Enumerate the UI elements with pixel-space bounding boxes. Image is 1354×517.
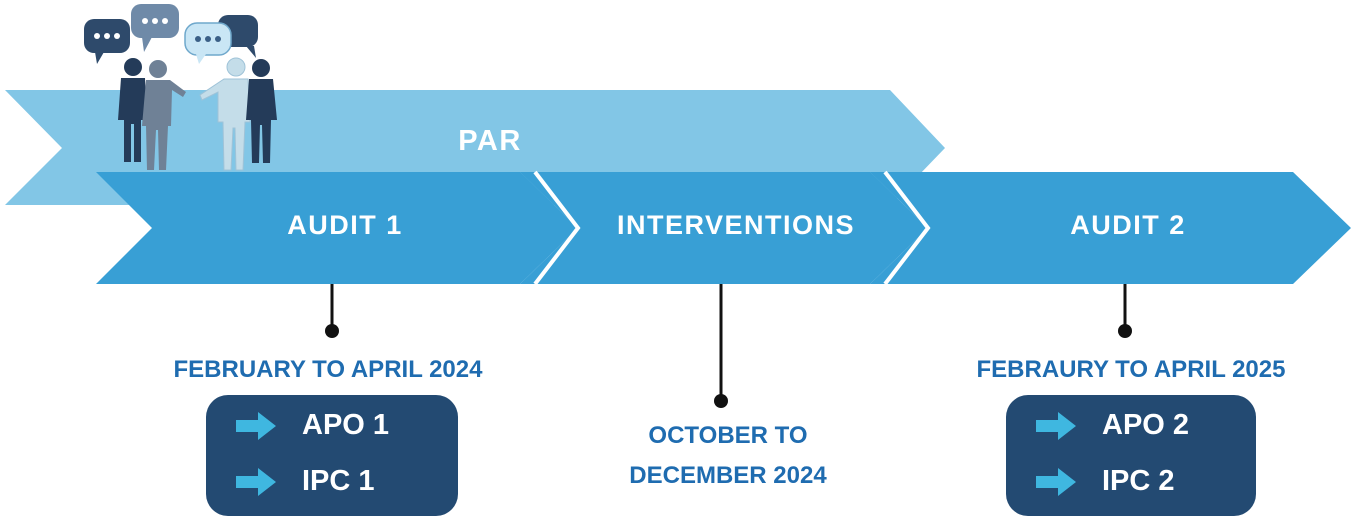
par-label: PAR (458, 125, 522, 157)
person-icon (142, 60, 186, 170)
connector-dot-audit-2 (1118, 324, 1132, 338)
chevron-audit-2 (870, 172, 1351, 284)
people-talking-icon (84, 4, 277, 171)
audit-1-date: FEBRUARY TO APRIL 2024 (173, 356, 483, 383)
box-item: APO 2 (1036, 409, 1189, 442)
box-item: IPC 1 (236, 465, 375, 498)
person-icon (246, 59, 277, 163)
audit-1-outputs-box: APO 1 IPC 1 (206, 395, 458, 516)
right-arrow-icon (236, 467, 276, 496)
speech-bubble-icon (84, 19, 130, 64)
right-arrow-icon (1036, 411, 1076, 440)
right-arrow-icon (236, 411, 276, 440)
right-arrow-icon (1036, 467, 1076, 496)
box-item-label: IPC 1 (302, 465, 375, 497)
speech-bubble-icon (131, 4, 179, 52)
audit-2-outputs-box: APO 2 IPC 2 (1006, 395, 1256, 516)
separator-1 (533, 170, 581, 286)
interventions-date-line-1: OCTOBER TO (648, 422, 808, 449)
interventions-date-line-2: DECEMBER 2024 (629, 462, 827, 489)
audit-1-label: AUDIT 1 (287, 210, 403, 240)
box-item: APO 1 (236, 409, 389, 442)
audit-2-date: FEBRAURY TO APRIL 2025 (976, 356, 1286, 383)
person-icon (199, 57, 251, 171)
connector-dot-audit-1 (325, 324, 339, 338)
connector-dot-interventions (714, 394, 728, 408)
chevron-interventions (520, 172, 928, 284)
audit-2-label: AUDIT 2 (1070, 210, 1186, 240)
box-item: IPC 2 (1036, 465, 1175, 498)
chevron-audit-1 (96, 172, 578, 284)
interventions-label: INTERVENTIONS (617, 210, 855, 240)
speech-bubble-icon (184, 22, 232, 64)
box-item-label: APO 1 (302, 409, 390, 441)
separator-2 (883, 170, 931, 286)
person-icon (118, 58, 147, 162)
box-item-label: IPC 2 (1102, 465, 1175, 497)
box-item-label: APO 2 (1102, 409, 1190, 441)
